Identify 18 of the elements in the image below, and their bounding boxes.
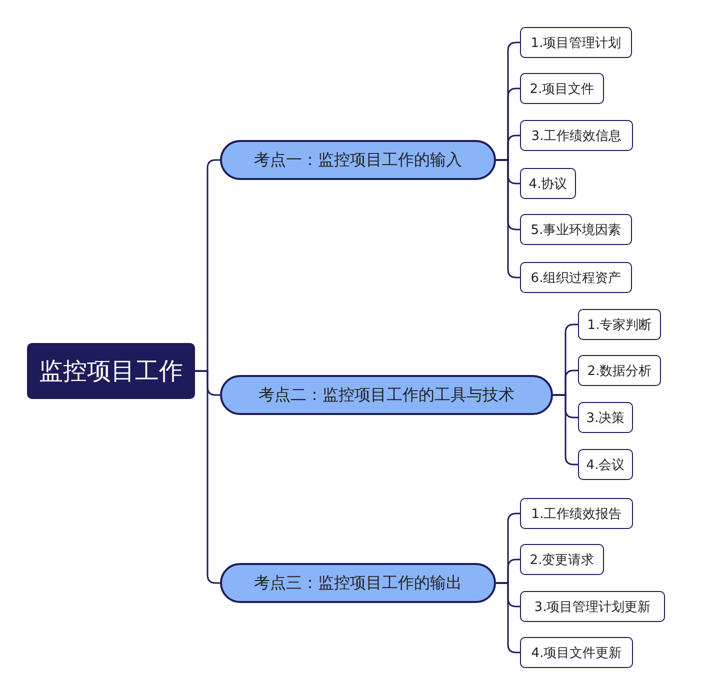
leaf-topic-box: 4.协议 [520,168,576,199]
leaf-topic-box: 4.会议 [578,449,633,480]
leaf-topic-box: 1.项目管理计划 [520,27,632,58]
leaf-topic-box: 2.项目文件 [520,73,604,104]
leaf-topic-box: 4.项目文件更新 [520,637,633,668]
leaf-topic-box: 6.组织过程资产 [520,262,632,293]
branch-topic-pill: 考点三：监控项目工作的输出 [220,563,496,603]
leaf-topic-box: 3.工作绩效信息 [520,120,633,151]
leaf-topic-box: 1.工作绩效报告 [520,498,633,529]
leaf-topic-box: 3.决策 [578,402,633,433]
root-topic-box: 监控项目工作 [27,343,195,399]
leaf-topic-box: 3.项目管理计划更新 [520,591,665,622]
leaf-topic-box: 2.变更请求 [520,544,604,575]
leaf-topic-box: 1.专家判断 [578,309,661,340]
leaf-topic-box: 2.数据分析 [578,355,661,386]
branch-topic-pill: 考点一：监控项目工作的输入 [220,140,496,180]
leaf-topic-box: 5.事业环境因素 [520,214,632,245]
branch-topic-pill: 考点二：监控项目工作的工具与技术 [220,375,553,415]
